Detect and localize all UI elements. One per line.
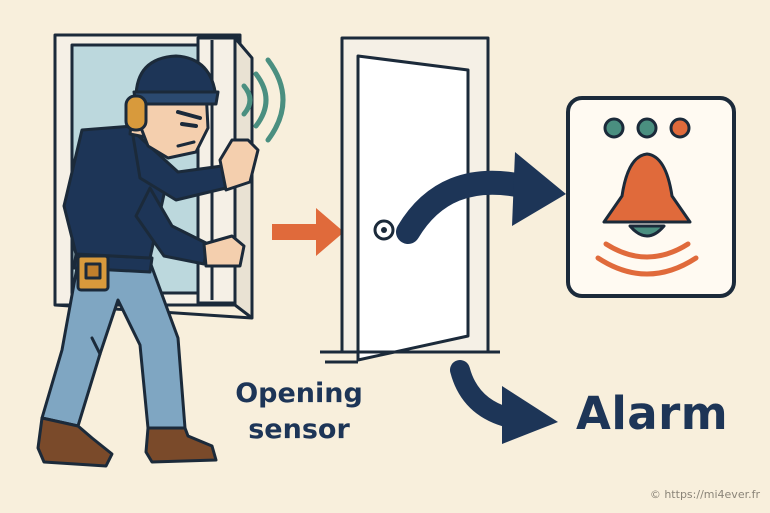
- hand-upper-icon: [218, 138, 260, 192]
- alarm-label: Alarm: [576, 387, 729, 440]
- sensor-label-line1: Opening: [235, 378, 363, 409]
- boot-left-icon: [36, 416, 114, 468]
- alarm-panel-icon: [566, 96, 736, 298]
- sound-waves-icon: [241, 57, 286, 143]
- credit-text: © https://mi4ever.fr: [649, 488, 760, 501]
- indicator-light-1: [603, 117, 625, 139]
- opening-sensor-label: Opening sensor: [214, 376, 384, 448]
- intruder-figure: [36, 54, 260, 468]
- arrow-right-icon: [272, 208, 344, 256]
- boot-right-icon: [144, 426, 218, 464]
- bell-icon: [602, 152, 692, 238]
- indicator-light-2: [636, 117, 658, 139]
- hand-lower-icon: [202, 234, 246, 268]
- beanie-icon: [134, 54, 218, 100]
- curved-arrow-down-icon: [450, 360, 558, 444]
- sensor-label-line2: sensor: [248, 414, 350, 445]
- door-icon: [320, 36, 500, 364]
- headphones-icon: [124, 94, 148, 132]
- curved-arrow-icon: [396, 152, 566, 244]
- indicator-light-3: [669, 117, 691, 139]
